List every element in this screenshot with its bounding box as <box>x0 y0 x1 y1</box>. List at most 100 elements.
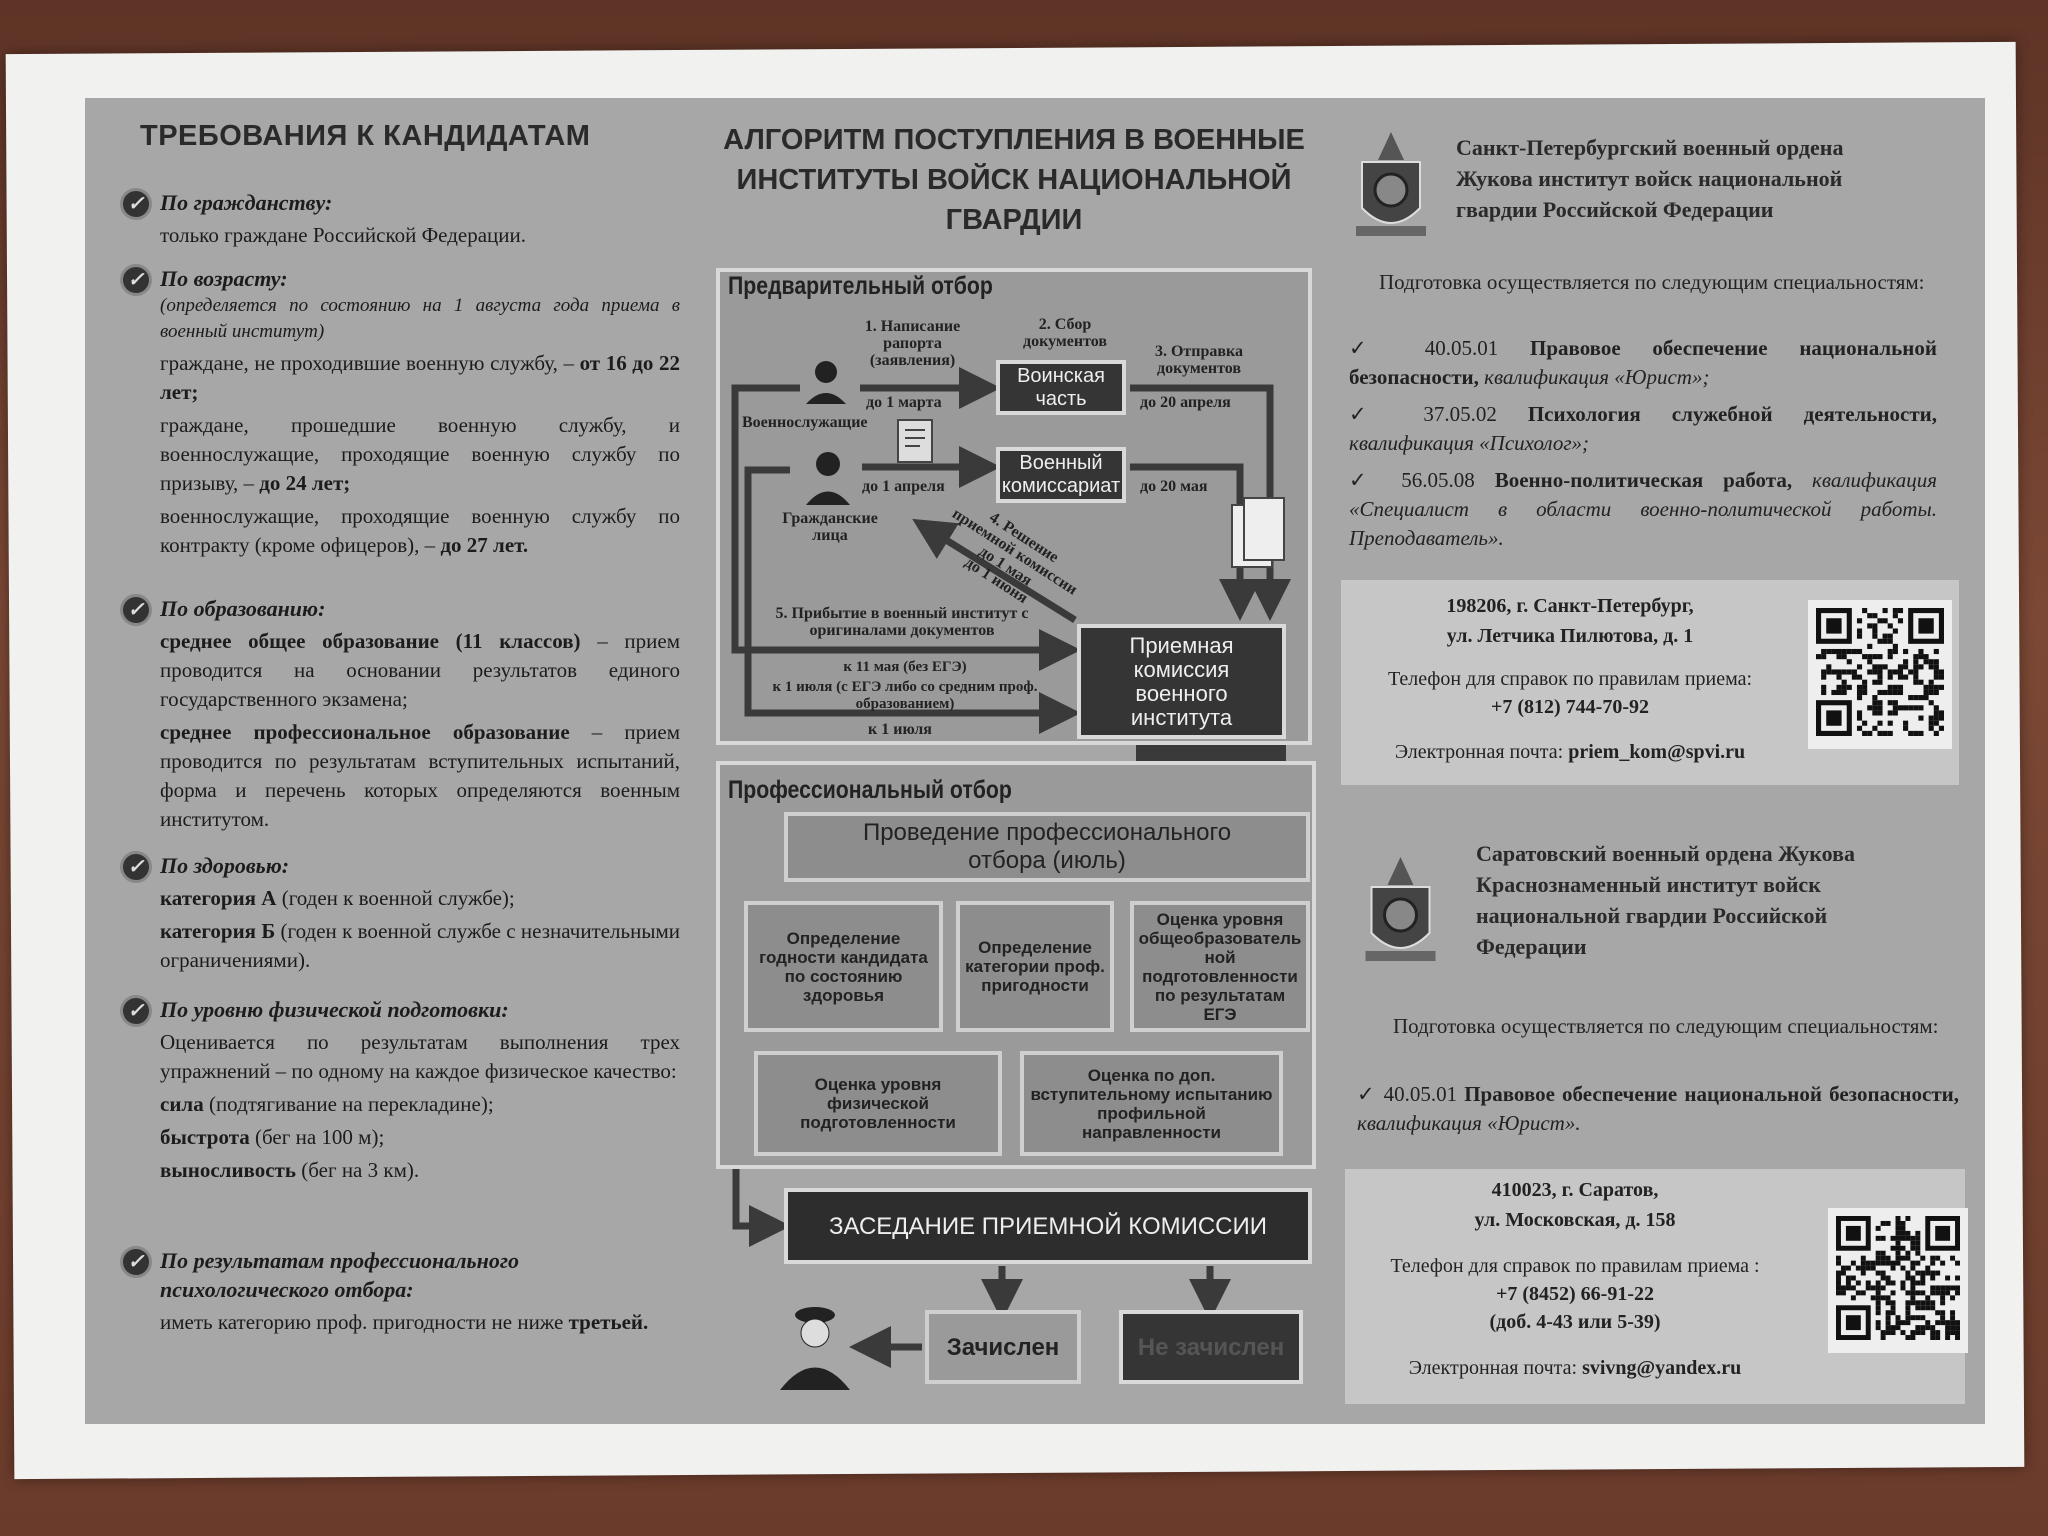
step3-label: 3. Отправка документов <box>1154 343 1244 377</box>
paragraph: иметь категорию проф. пригодности не ниж… <box>120 1308 680 1337</box>
saratov-institute-emblem <box>1365 857 1436 961</box>
document-folder-icon <box>1231 497 1285 568</box>
text-segment: Оценивается по результатам выполнения тр… <box>160 1030 680 1083</box>
arrow-civilians-arrival <box>744 466 1081 734</box>
saratov-intro: Подготовка осуществляется по следующим с… <box>1393 1014 1939 1038</box>
servicemen-label: Военнослужащие <box>742 414 868 431</box>
saratov-address-line1: 410023, г. Саратов, <box>1491 1179 1659 1201</box>
saratov-email-link[interactable]: svivng@yandex.ru <box>1582 1357 1742 1379</box>
professional-selection-title: Профессиональный отбор <box>728 776 1012 804</box>
step1-label: 1. Написание рапорта (заявления) <box>864 318 961 369</box>
step3-deadline: до 20 апреля <box>1140 394 1231 411</box>
spb-address-line2: ул. Летчика Пилютова, д. 1 <box>1446 625 1694 647</box>
paragraph: сила (подтягивание на перекладине); <box>120 1090 680 1119</box>
paragraph: военнослужащие, проходящие военную служб… <box>120 502 680 560</box>
section-heading: По результатам профессионального психоло… <box>160 1248 519 1302</box>
text-segment: Военно-политическая работа, <box>1494 468 1793 492</box>
prof-box-additional-test: Оценка по доп. вступительному испытанию … <box>1020 1051 1283 1156</box>
text-segment: среднее общее образование (11 классов) <box>160 629 581 653</box>
text-segment: (годен к военной службе); <box>276 886 515 910</box>
step1-deadline: до 1 марта <box>866 394 942 411</box>
arrow-servicemen-arrival <box>731 384 1081 671</box>
prof-box-health: Определение годности кандидата по состоя… <box>744 901 943 1032</box>
section-health: ✓По здоровью: категория А (годен к военн… <box>120 851 680 975</box>
paragraph: категория А (годен к военной службе); <box>120 884 680 913</box>
spb-phone-label: Телефон для справок по правилам приема: <box>1387 668 1753 690</box>
civilian-icon <box>806 452 850 505</box>
text-segment: квалификация «Юрист». <box>1357 1111 1581 1135</box>
application-document-icon <box>897 419 933 463</box>
arrow-commission-decision <box>912 518 1077 623</box>
paragraph: категория Б (годен к военной службе с не… <box>120 917 680 975</box>
text-segment: ✓ 37.05.02 <box>1349 402 1528 426</box>
section-heading: По уровню физической подготовки: <box>160 997 509 1022</box>
text-segment: выносливость <box>160 1158 296 1182</box>
text-segment: – прием проводится по результатам вступи… <box>160 720 680 831</box>
text-segment: (подтягивание на перекладине); <box>203 1092 494 1116</box>
saratov-email-label: Электронная почта: <box>1408 1357 1583 1379</box>
text-segment: среднее профессиональное образование <box>160 720 570 744</box>
prof-box-physical: Оценка уровня физической подготовленност… <box>754 1051 1002 1156</box>
spb-intro: Подготовка осуществляется по следующим с… <box>1379 270 1925 294</box>
commission-meeting-bar: ЗАСЕДАНИЕ ПРИЕМНОЙ КОМИССИИ <box>784 1188 1312 1264</box>
saratov-address-line2: ул. Московская, д. 158 <box>1474 1209 1676 1231</box>
paragraph: среднее общее образование (11 классов) –… <box>120 627 680 714</box>
text-segment: сила <box>160 1092 204 1116</box>
section-education: ✓По образованию: среднее общее образован… <box>120 594 680 834</box>
section-heading: По гражданству: <box>160 190 333 215</box>
text-segment: до 24 лет; <box>259 471 351 495</box>
check-icon: ✓ <box>120 594 152 626</box>
text-segment: категория А <box>160 886 277 910</box>
text-segment: от 16 до 22 лет; <box>160 351 681 404</box>
spb-address-line1: 198206, г. Санкт-Петербург, <box>1446 595 1694 617</box>
paragraph: граждане, не проходившие военную службу,… <box>120 349 680 407</box>
section-heading: По здоровью: <box>160 853 290 878</box>
step2-label: 2. Сбор документов <box>1023 316 1107 350</box>
saratov-phone-label: Телефон для справок по правилам приема : <box>1390 1255 1760 1277</box>
check-icon: ✓ <box>120 188 152 220</box>
section-physical: ✓По уровню физической подготовки: Оценив… <box>120 995 680 1185</box>
text-segment: (бег на 100 м); <box>249 1125 385 1149</box>
text-segment: (бег на 3 км). <box>295 1158 420 1182</box>
saratov-spec-1: ✓ 40.05.01 Правовое обеспечение национал… <box>1357 1080 1959 1138</box>
text-segment: граждане, не проходившие военную службу,… <box>160 351 580 375</box>
not-enrolled-box: Не зачислен <box>1119 1310 1303 1384</box>
civilians-deadline: до 1 апреля <box>862 478 945 495</box>
soldier-icon <box>806 361 846 404</box>
text-segment: квалификация «Специалист в области военн… <box>1349 468 1937 550</box>
admission-commission-box: Приемная комиссия военного института <box>1077 624 1286 739</box>
text-segment: – прием проводится на основании результа… <box>160 629 680 711</box>
text-segment: квалификация «Юрист»; <box>1478 365 1710 389</box>
text-segment: ✓ 56.05.08 <box>1349 468 1495 492</box>
step5-deadline-3: к 1 июля <box>868 721 932 738</box>
paragraph: выносливость (бег на 3 км). <box>120 1156 680 1185</box>
spb-institute-emblem <box>1356 132 1426 236</box>
qr-code-icon <box>1816 608 1944 736</box>
section-psychology: ✓По результатам профессионального психол… <box>120 1246 680 1337</box>
text-segment: третьей. <box>568 1310 649 1334</box>
paragraph: Оценивается по результатам выполнения тр… <box>120 1028 680 1086</box>
paragraph: быстрота (бег на 100 м); <box>120 1123 680 1152</box>
algorithm-title: АЛГОРИТМ ПОСТУПЛЕНИЯ В ВОЕННЫЕ ИНСТИТУТЫ… <box>723 124 1305 236</box>
check-icon: ✓ <box>120 1246 152 1278</box>
enrolled-box: Зачислен <box>925 1310 1081 1384</box>
military-commissariat-box: Военный комиссариат <box>996 447 1126 503</box>
spb-qr-code[interactable] <box>1808 600 1952 749</box>
spb-spec-1: ✓ 40.05.01 Правовое обеспечение национал… <box>1349 334 1937 392</box>
spb-email-link[interactable]: priem_kom@spvi.ru <box>1568 741 1746 763</box>
text-segment: Психология служебной деятельности, <box>1527 402 1937 426</box>
step5-deadline-2: к 1 июля (с ЕГЭ либо со средним проф. об… <box>772 679 1038 712</box>
spb-institute-name: Санкт-Петербургский военный ордена Жуков… <box>1456 135 1844 222</box>
prof-box-category: Определение категории проф. пригодности <box>956 901 1114 1032</box>
paragraph: граждане, прошедшие военную службу, и во… <box>120 411 680 498</box>
saratov-phone-extension: (доб. 4-43 или 5-39) <box>1489 1311 1661 1333</box>
saratov-phone: +7 (8452) 66-91-22 <box>1495 1283 1655 1305</box>
paragraph: среднее профессиональное образование – п… <box>120 718 680 834</box>
text-segment: Правовое обеспечение национальной безопа… <box>1349 336 1937 389</box>
saratov-institute-name: Саратовский военный ордена Жукова Красно… <box>1476 841 1855 959</box>
saratov-qr-code[interactable] <box>1828 1208 1968 1353</box>
qr-code-icon <box>1836 1216 1960 1340</box>
text-segment: квалификация «Психолог»; <box>1349 431 1590 455</box>
prof-box-exam: Оценка уровня общеобразовательной подгот… <box>1130 901 1310 1032</box>
